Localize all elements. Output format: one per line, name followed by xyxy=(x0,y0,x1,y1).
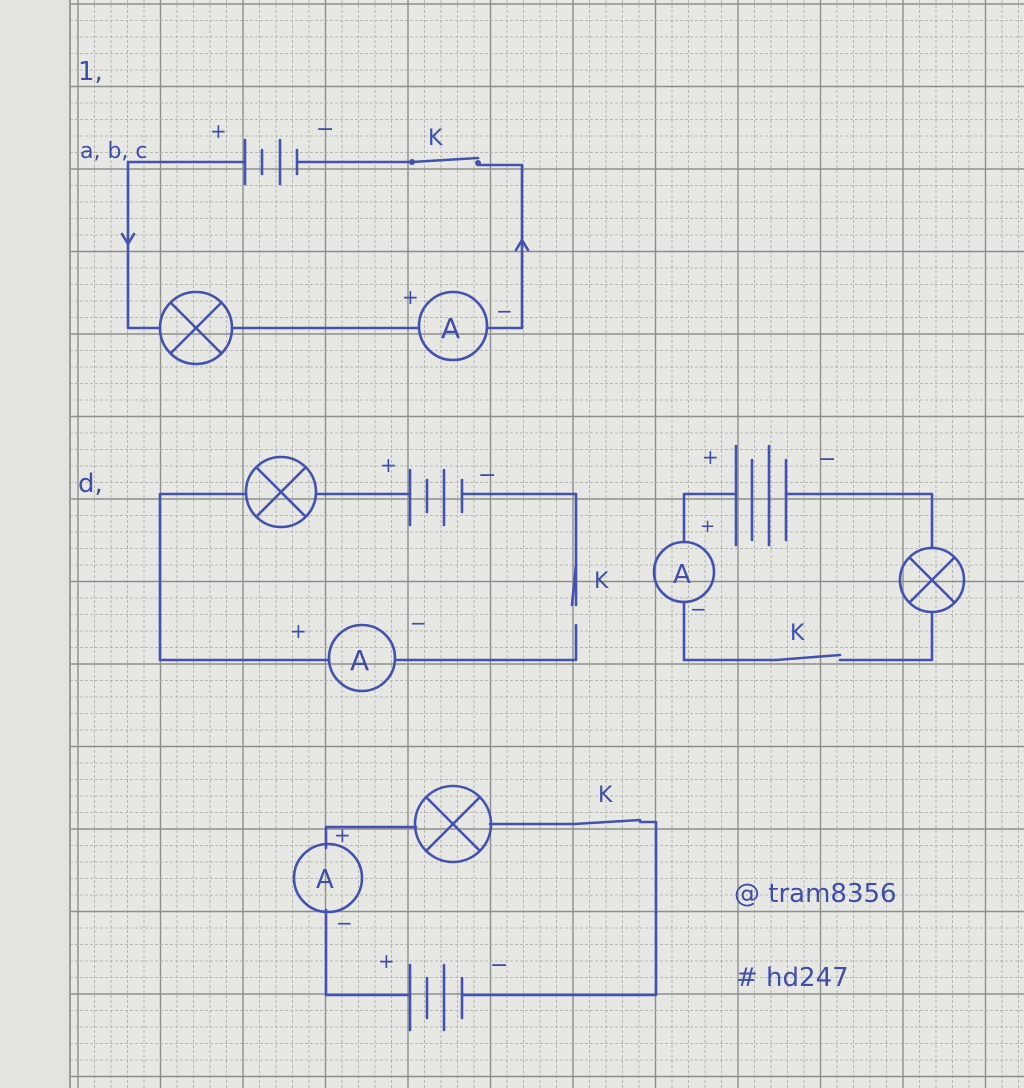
circuit-d-right: + − A + − K xyxy=(652,444,966,662)
battery-cells xyxy=(243,138,299,186)
battery-plus-sign: + xyxy=(210,119,227,143)
switch-blade xyxy=(570,562,578,607)
ammeter-minus-sign: − xyxy=(336,911,353,935)
battery-plus-sign: + xyxy=(378,949,395,973)
ammeter-plus-sign: + xyxy=(402,285,419,309)
switch-label: K xyxy=(594,569,609,594)
ammeter-label: A xyxy=(350,644,369,677)
ammeter-plus-sign: + xyxy=(700,516,715,537)
ammeter-label: A xyxy=(441,312,460,345)
lamp-symbol xyxy=(898,546,966,614)
circuit-abc: a, b, c + − K A + − xyxy=(80,117,530,366)
switch-blade xyxy=(410,156,480,164)
battery-cells xyxy=(734,444,788,547)
battery-cells xyxy=(408,468,464,527)
ammeter-symbol xyxy=(652,540,716,604)
ammeter-minus-sign: − xyxy=(690,597,707,621)
ammeter-label: A xyxy=(316,865,334,895)
ammeter-label: A xyxy=(673,560,691,590)
battery-plus-sign: + xyxy=(380,453,397,477)
part-label-d: d, xyxy=(78,469,103,499)
ammeter-plus-sign: + xyxy=(290,619,307,643)
ammeter-minus-sign: − xyxy=(410,611,427,635)
ammeter-symbol xyxy=(292,842,364,914)
author-credit: @ tram8356 xyxy=(734,879,897,909)
circuit-d-bottom: A + − K + − xyxy=(292,783,658,1032)
battery-minus-sign: − xyxy=(490,953,508,978)
ammeter-minus-sign: − xyxy=(496,299,513,323)
ammeter-plus-sign: + xyxy=(334,823,351,847)
lamp-symbol xyxy=(158,290,234,366)
switch-label: K xyxy=(428,126,443,151)
part-label-abc: a, b, c xyxy=(80,139,148,164)
switch-label: K xyxy=(790,621,805,646)
battery-minus-sign: − xyxy=(316,117,334,142)
hashtag-credit: # hd247 xyxy=(736,963,849,993)
switch-blade xyxy=(572,818,642,826)
switch-blade xyxy=(774,653,842,662)
battery-plus-sign: + xyxy=(702,445,719,469)
switch-label: K xyxy=(598,783,613,808)
lamp-symbol xyxy=(244,455,318,529)
battery-minus-sign: − xyxy=(478,463,496,488)
current-arrow-down xyxy=(120,232,136,246)
page-margin xyxy=(0,0,70,1088)
problem-number: 1, xyxy=(78,57,103,87)
lamp-symbol xyxy=(413,784,493,864)
ammeter-symbol xyxy=(327,623,397,693)
battery-cells xyxy=(408,963,464,1032)
circuit-d-left: d, + − K A + − xyxy=(78,453,609,693)
current-arrow-up xyxy=(514,238,530,252)
ammeter-symbol xyxy=(417,290,489,362)
battery-minus-sign: − xyxy=(818,447,836,472)
